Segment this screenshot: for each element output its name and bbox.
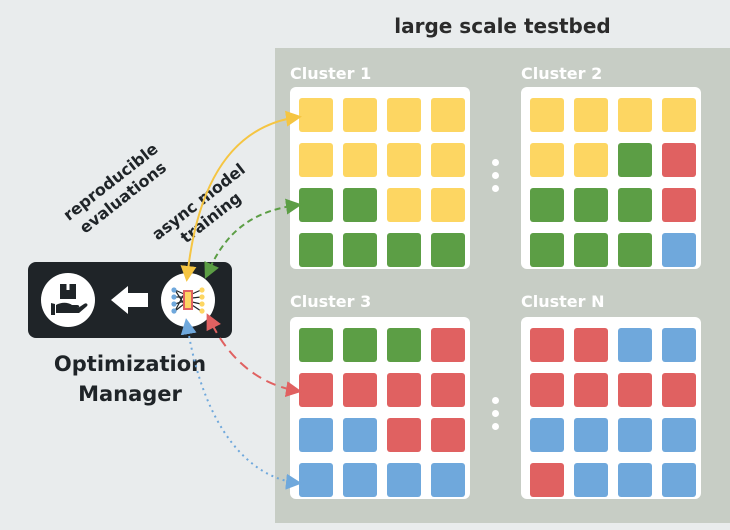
node-cell	[431, 233, 465, 267]
arrow-cluster1-green	[204, 198, 302, 279]
node-cell	[618, 98, 652, 132]
cluster-3-grid	[290, 317, 470, 499]
node-cell	[530, 328, 564, 362]
node-cell	[299, 373, 333, 407]
node-cell	[574, 373, 608, 407]
cluster-1-grid	[290, 87, 470, 269]
node-cell	[530, 98, 564, 132]
node-cell	[662, 188, 696, 222]
cluster-n-grid	[521, 317, 701, 499]
manager-label-line1: Optimization	[53, 352, 207, 376]
testbed-title: large scale testbed	[394, 14, 611, 38]
node-cell	[343, 418, 377, 452]
node-cell	[618, 418, 652, 452]
cluster-2-grid	[521, 87, 701, 269]
node-cell	[431, 98, 465, 132]
node-cell	[574, 463, 608, 497]
package-in-hand-icon	[41, 273, 95, 327]
node-cell	[299, 188, 333, 222]
arrow-left-icon	[111, 286, 149, 318]
node-cell	[431, 418, 465, 452]
node-cell	[431, 143, 465, 177]
node-cell	[574, 418, 608, 452]
node-cell	[387, 98, 421, 132]
node-cell	[387, 463, 421, 497]
ellipsis-dots-bottom	[492, 397, 500, 436]
node-cell	[662, 143, 696, 177]
node-cell	[530, 143, 564, 177]
node-cell	[662, 98, 696, 132]
node-cell	[299, 98, 333, 132]
node-cell	[343, 233, 377, 267]
node-cell	[662, 373, 696, 407]
node-cell	[530, 233, 564, 267]
node-cell	[618, 143, 652, 177]
node-cell	[618, 233, 652, 267]
node-cell	[662, 328, 696, 362]
node-cell	[387, 188, 421, 222]
cluster-2-label: Cluster 2	[521, 64, 603, 83]
node-cell	[530, 463, 564, 497]
node-cell	[299, 418, 333, 452]
node-cell	[574, 233, 608, 267]
node-cell	[343, 373, 377, 407]
arrow-cluster3-red	[206, 313, 302, 398]
node-cell	[530, 373, 564, 407]
node-cell	[299, 143, 333, 177]
node-cell	[662, 463, 696, 497]
node-cell	[530, 418, 564, 452]
arrow-cluster3-blue	[180, 318, 302, 490]
node-cell	[574, 188, 608, 222]
node-cell	[431, 328, 465, 362]
arrow-cluster1-yellow	[180, 110, 302, 282]
node-cell	[387, 233, 421, 267]
node-cell	[431, 188, 465, 222]
node-cell	[343, 143, 377, 177]
node-cell	[387, 418, 421, 452]
cluster-1-label: Cluster 1	[290, 64, 372, 83]
cluster-3-label: Cluster 3	[290, 292, 372, 311]
node-cell	[431, 373, 465, 407]
node-cell	[299, 328, 333, 362]
node-cell	[574, 328, 608, 362]
optimization-manager-label: Optimization Manager	[28, 349, 232, 409]
node-cell	[387, 143, 421, 177]
node-cell	[618, 328, 652, 362]
node-cell	[662, 418, 696, 452]
node-cell	[574, 98, 608, 132]
ellipsis-dots-top	[492, 159, 500, 198]
node-cell	[662, 233, 696, 267]
node-cell	[343, 188, 377, 222]
node-cell	[618, 463, 652, 497]
node-cell	[387, 328, 421, 362]
node-cell	[387, 373, 421, 407]
node-cell	[618, 373, 652, 407]
node-cell	[343, 328, 377, 362]
node-cell	[431, 463, 465, 497]
node-cell	[299, 463, 333, 497]
node-cell	[574, 143, 608, 177]
neural-network-chip-icon	[161, 273, 215, 327]
node-cell	[343, 98, 377, 132]
node-cell	[343, 463, 377, 497]
node-cell	[530, 188, 564, 222]
cluster-n-label: Cluster N	[521, 292, 605, 311]
node-cell	[299, 233, 333, 267]
node-cell	[618, 188, 652, 222]
manager-label-line2: Manager	[78, 382, 182, 406]
